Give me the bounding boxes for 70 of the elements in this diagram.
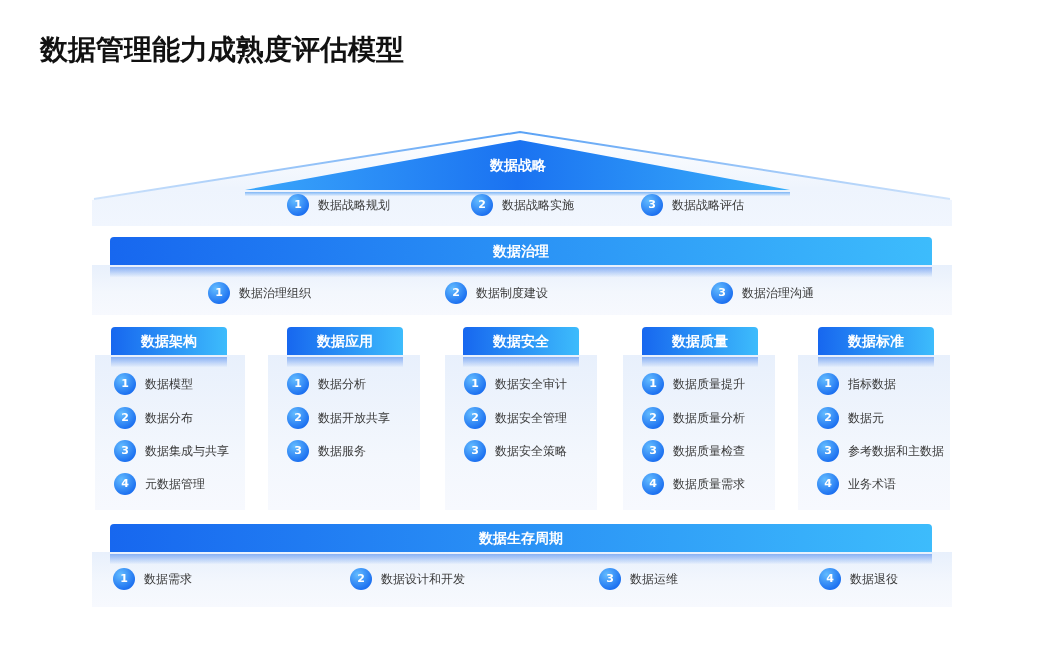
item-label: 数据质量需求 — [673, 476, 745, 493]
heading-bar: 数据治理 — [110, 237, 932, 277]
item-label: 数据元 — [848, 410, 884, 427]
item-label: 数据分析 — [318, 376, 366, 393]
item-label: 数据制度建设 — [476, 285, 548, 302]
diagram-title: 数据管理能力成熟度评估模型 — [40, 32, 404, 68]
item-label: 数据安全审计 — [495, 376, 567, 393]
roof-heading: 数据战略 — [245, 138, 790, 196]
number-badge: 1 — [208, 282, 230, 304]
item-label: 数据模型 — [145, 376, 193, 393]
item-label: 数据治理沟通 — [742, 285, 814, 302]
number-badge: 1 — [114, 373, 136, 395]
column-panel — [445, 327, 597, 510]
number-badge: 1 — [287, 373, 309, 395]
number-badge: 4 — [642, 473, 664, 495]
item-label: 数据安全策略 — [495, 443, 567, 460]
number-badge: 2 — [114, 407, 136, 429]
number-badge: 3 — [287, 440, 309, 462]
column-panel — [268, 327, 420, 510]
number-badge: 4 — [817, 473, 839, 495]
number-badge: 1 — [464, 373, 486, 395]
number-badge: 1 — [817, 373, 839, 395]
band-panel — [92, 237, 952, 315]
column-panel — [95, 327, 245, 510]
item-label: 数据运维 — [630, 571, 678, 588]
item-label: 参考数据和主数据 — [848, 443, 944, 460]
number-badge: 2 — [445, 282, 467, 304]
item-label: 数据战略规划 — [318, 197, 390, 214]
band-panel — [92, 524, 952, 607]
number-badge: 3 — [114, 440, 136, 462]
item-label: 数据需求 — [144, 571, 192, 588]
number-badge: 2 — [287, 407, 309, 429]
item-label: 元数据管理 — [145, 476, 205, 493]
item-label: 数据开放共享 — [318, 410, 390, 427]
item-label: 数据退役 — [850, 571, 898, 588]
number-badge: 4 — [114, 473, 136, 495]
heading-bar: 数据生存周期 — [110, 524, 932, 564]
item-label: 数据设计和开发 — [381, 571, 465, 588]
number-badge: 2 — [350, 568, 372, 590]
item-label: 业务术语 — [848, 476, 896, 493]
number-badge: 3 — [817, 440, 839, 462]
column-panel — [798, 327, 950, 510]
heading-bar: 数据质量 — [642, 327, 758, 367]
heading-bar: 数据标准 — [818, 327, 934, 367]
item-label: 数据质量检查 — [673, 443, 745, 460]
item-label: 数据质量分析 — [673, 410, 745, 427]
item-label: 数据战略实施 — [502, 197, 574, 214]
number-badge: 2 — [817, 407, 839, 429]
item-label: 数据战略评估 — [672, 197, 744, 214]
heading-bar: 数据架构 — [111, 327, 227, 367]
number-badge: 3 — [642, 440, 664, 462]
number-badge: 1 — [113, 568, 135, 590]
item-label: 数据分布 — [145, 410, 193, 427]
item-label: 数据集成与共享 — [145, 443, 229, 460]
number-badge: 3 — [711, 282, 733, 304]
number-badge: 4 — [819, 568, 841, 590]
item-label: 指标数据 — [848, 376, 896, 393]
item-label: 数据服务 — [318, 443, 366, 460]
item-label: 数据治理组织 — [239, 285, 311, 302]
number-badge: 3 — [464, 440, 486, 462]
heading-bar: 数据安全 — [463, 327, 579, 367]
number-badge: 2 — [642, 407, 664, 429]
item-label: 数据质量提升 — [673, 376, 745, 393]
roof-panel — [92, 128, 952, 226]
number-badge: 2 — [464, 407, 486, 429]
number-badge: 3 — [599, 568, 621, 590]
heading-bar: 数据应用 — [287, 327, 403, 367]
item-label: 数据安全管理 — [495, 410, 567, 427]
column-panel — [623, 327, 775, 510]
number-badge: 1 — [642, 373, 664, 395]
